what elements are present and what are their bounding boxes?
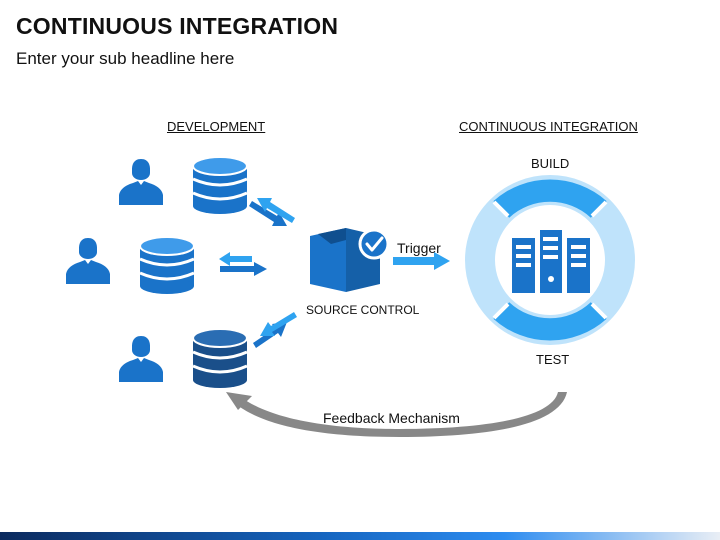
test-label: TEST — [536, 352, 570, 367]
feedback-arrow — [226, 392, 567, 437]
ci-cycle-ring — [465, 175, 635, 345]
continuous-integration-heading: CONTINUOUS INTEGRATION — [459, 119, 638, 134]
feedback-mechanism-label: Feedback Mechanism — [323, 410, 460, 426]
developer-1-person-icon — [119, 159, 163, 205]
trigger-label: Trigger — [397, 240, 441, 256]
developer-3-person-icon — [119, 336, 163, 382]
developer-2-person-icon — [66, 238, 110, 284]
server-icon — [512, 230, 590, 293]
trigger-arrow — [393, 252, 450, 270]
footer-bar — [0, 532, 720, 540]
sync-arrows-middle — [219, 252, 267, 276]
page-subtitle: Enter your sub headline here — [16, 49, 235, 68]
repository-1-database-icon — [192, 156, 248, 214]
build-segment — [493, 179, 607, 218]
page-title: CONTINUOUS INTEGRATION — [16, 13, 339, 39]
build-label: BUILD — [531, 156, 570, 171]
development-heading: DEVELOPMENT — [167, 119, 266, 134]
test-segment — [493, 302, 607, 341]
sync-arrows-top — [249, 198, 295, 226]
repository-2-database-icon — [139, 236, 195, 294]
source-control-box-check-icon — [310, 228, 390, 292]
sync-arrows-bottom — [253, 312, 297, 348]
source-control-label: SOURCE CONTROL — [306, 303, 420, 317]
repository-3-database-icon — [192, 328, 248, 388]
